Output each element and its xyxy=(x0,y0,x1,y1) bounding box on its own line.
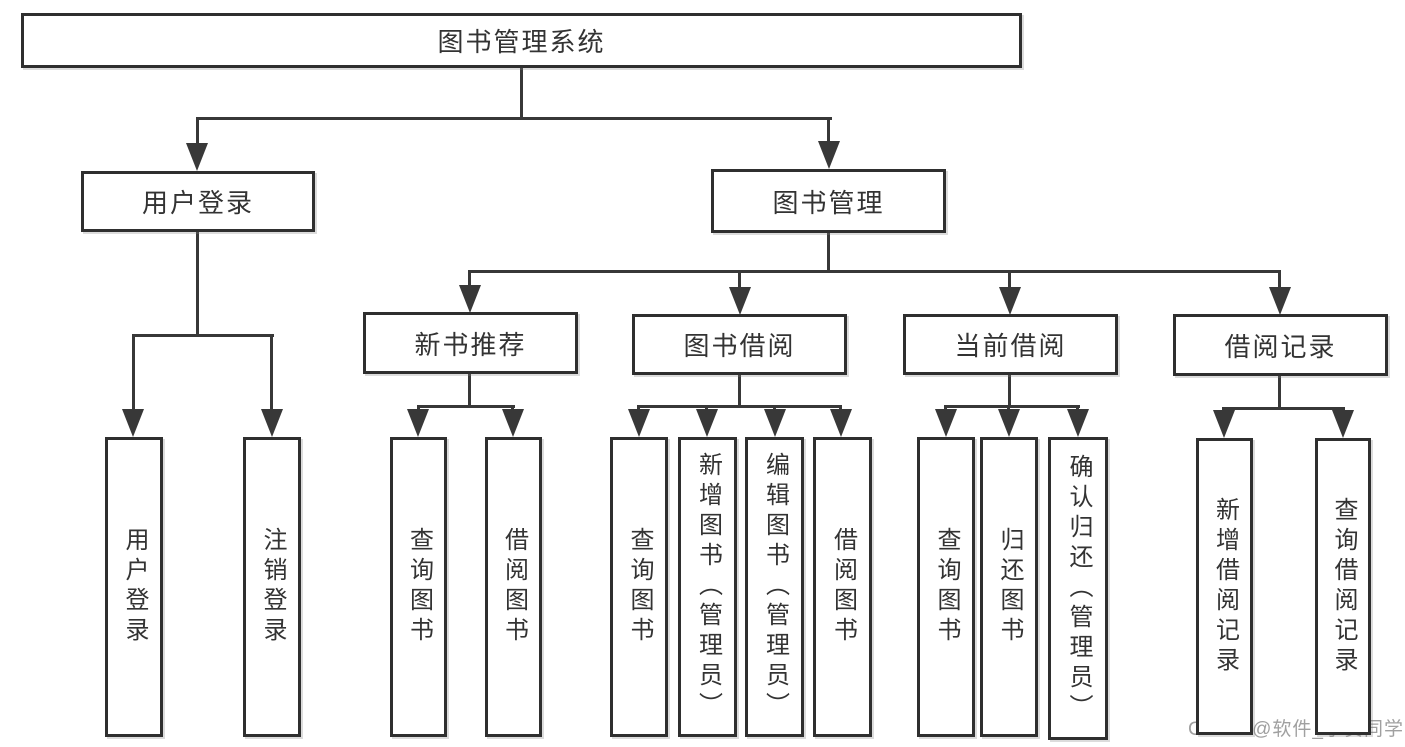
connector-line xyxy=(196,117,199,151)
arrow-down-icon xyxy=(935,409,957,437)
connector-line xyxy=(132,334,135,416)
node-label: 新增借阅记录 xyxy=(1211,496,1239,677)
node-user-login: 用户登录 xyxy=(81,171,315,232)
arrow-down-icon xyxy=(261,409,283,437)
node-label: 查询图书 xyxy=(626,527,653,647)
node-leaf-confirm-return-admin: 确认归还（管理员） xyxy=(1048,437,1108,740)
arrow-down-icon xyxy=(696,409,718,437)
arrow-down-icon xyxy=(764,409,786,437)
node-leaf-query-books-recommend: 查询图书 xyxy=(390,437,447,737)
arrow-down-icon xyxy=(122,409,144,437)
node-leaf-query-books-current: 查询图书 xyxy=(917,437,975,737)
connector-line xyxy=(417,405,515,408)
node-label: 查询图书 xyxy=(405,527,433,647)
connector-line xyxy=(944,405,1080,408)
node-new-book-recommend: 新书推荐 xyxy=(363,312,578,374)
arrow-down-icon xyxy=(818,141,840,169)
arrow-down-icon xyxy=(628,409,650,437)
node-system: 图书管理系统 xyxy=(21,13,1022,68)
node-label: 用户登录 xyxy=(141,188,254,218)
connector-line xyxy=(520,68,523,120)
node-label: 注销登录 xyxy=(259,527,286,647)
node-leaf-borrow-books-recommend: 借阅图书 xyxy=(485,437,542,737)
connector-line xyxy=(196,117,832,120)
node-label: 编辑图书（管理员） xyxy=(761,452,789,722)
node-current-borrowing: 当前借阅 xyxy=(903,314,1118,375)
arrow-down-icon xyxy=(1067,409,1089,437)
node-leaf-borrow-books: 借阅图书 xyxy=(813,437,872,737)
connector-line xyxy=(1008,375,1011,408)
node-leaf-add-borrow-record: 新增借阅记录 xyxy=(1196,438,1253,735)
connector-line xyxy=(738,270,741,294)
node-label: 确认归还（管理员） xyxy=(1065,453,1092,724)
arrow-down-icon xyxy=(999,287,1021,315)
connector-line xyxy=(1008,270,1011,294)
connector-line xyxy=(468,270,1281,273)
node-leaf-query-borrow-record: 查询借阅记录 xyxy=(1315,438,1371,735)
node-leaf-query-books-borrow: 查询图书 xyxy=(610,437,668,737)
arrow-down-icon xyxy=(1332,410,1354,438)
node-label: 新增图书（管理员） xyxy=(694,452,722,722)
connector-line xyxy=(1222,407,1345,410)
node-label: 查询借阅记录 xyxy=(1330,496,1357,677)
connector-line xyxy=(738,375,741,408)
connector-line xyxy=(827,117,830,149)
connector-line xyxy=(468,374,471,408)
arrow-down-icon xyxy=(186,143,208,171)
node-label: 图书借阅 xyxy=(683,331,796,361)
node-borrowing-records: 借阅记录 xyxy=(1173,314,1388,376)
connector-line xyxy=(827,233,830,273)
arrow-down-icon xyxy=(830,409,852,437)
node-label: 新书推荐 xyxy=(414,329,527,360)
node-leaf-return-books: 归还图书 xyxy=(980,437,1038,737)
arrow-down-icon xyxy=(1213,410,1235,438)
connector-line xyxy=(637,405,842,408)
node-book-management: 图书管理 xyxy=(711,169,946,233)
node-leaf-add-books-admin: 新增图书（管理员） xyxy=(678,437,737,737)
connector-line xyxy=(196,232,199,337)
node-label: 借阅图书 xyxy=(829,527,857,647)
node-leaf-user-login: 用户登录 xyxy=(105,437,163,737)
arrow-down-icon xyxy=(459,285,481,313)
connector-line xyxy=(1278,270,1281,294)
node-label: 查询图书 xyxy=(933,527,960,647)
connector-line xyxy=(270,334,273,416)
connector-line xyxy=(1278,376,1281,410)
arrow-down-icon xyxy=(407,409,429,437)
arrow-down-icon xyxy=(1269,287,1291,315)
arrow-down-icon xyxy=(998,409,1020,437)
arrow-down-icon xyxy=(729,287,751,315)
node-leaf-logout: 注销登录 xyxy=(243,437,301,737)
node-label: 当前借阅 xyxy=(954,331,1067,361)
arrow-down-icon xyxy=(502,409,524,437)
node-book-borrowing: 图书借阅 xyxy=(632,314,847,375)
node-label: 归还图书 xyxy=(996,527,1023,647)
node-label: 借阅记录 xyxy=(1224,331,1337,362)
node-label: 图书管理系统 xyxy=(437,27,606,57)
node-leaf-edit-books-admin: 编辑图书（管理员） xyxy=(745,437,804,737)
node-label: 借阅图书 xyxy=(500,527,528,647)
node-label: 图书管理 xyxy=(772,187,885,218)
node-label: 用户登录 xyxy=(121,527,148,647)
connector-line xyxy=(468,270,471,292)
connector-line xyxy=(132,334,274,337)
